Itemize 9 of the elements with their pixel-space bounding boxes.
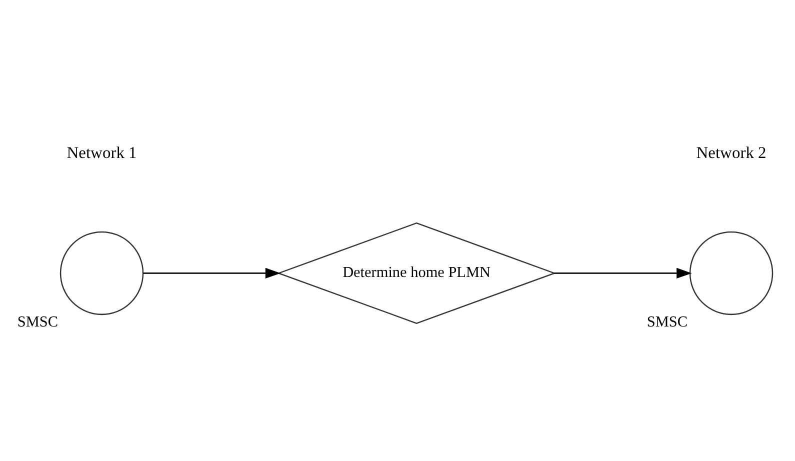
- label: Network 2: [696, 142, 766, 162]
- node-label: SMSC: [646, 313, 688, 330]
- label: Network 1: [66, 142, 137, 162]
- arrow: [143, 267, 281, 278]
- node-diamond: Determine home PLMN: [276, 222, 556, 324]
- node-circle: [60, 230, 144, 315]
- arrow: [554, 267, 692, 278]
- node-label: SMSC: [17, 313, 58, 330]
- node-circle: [689, 230, 774, 315]
